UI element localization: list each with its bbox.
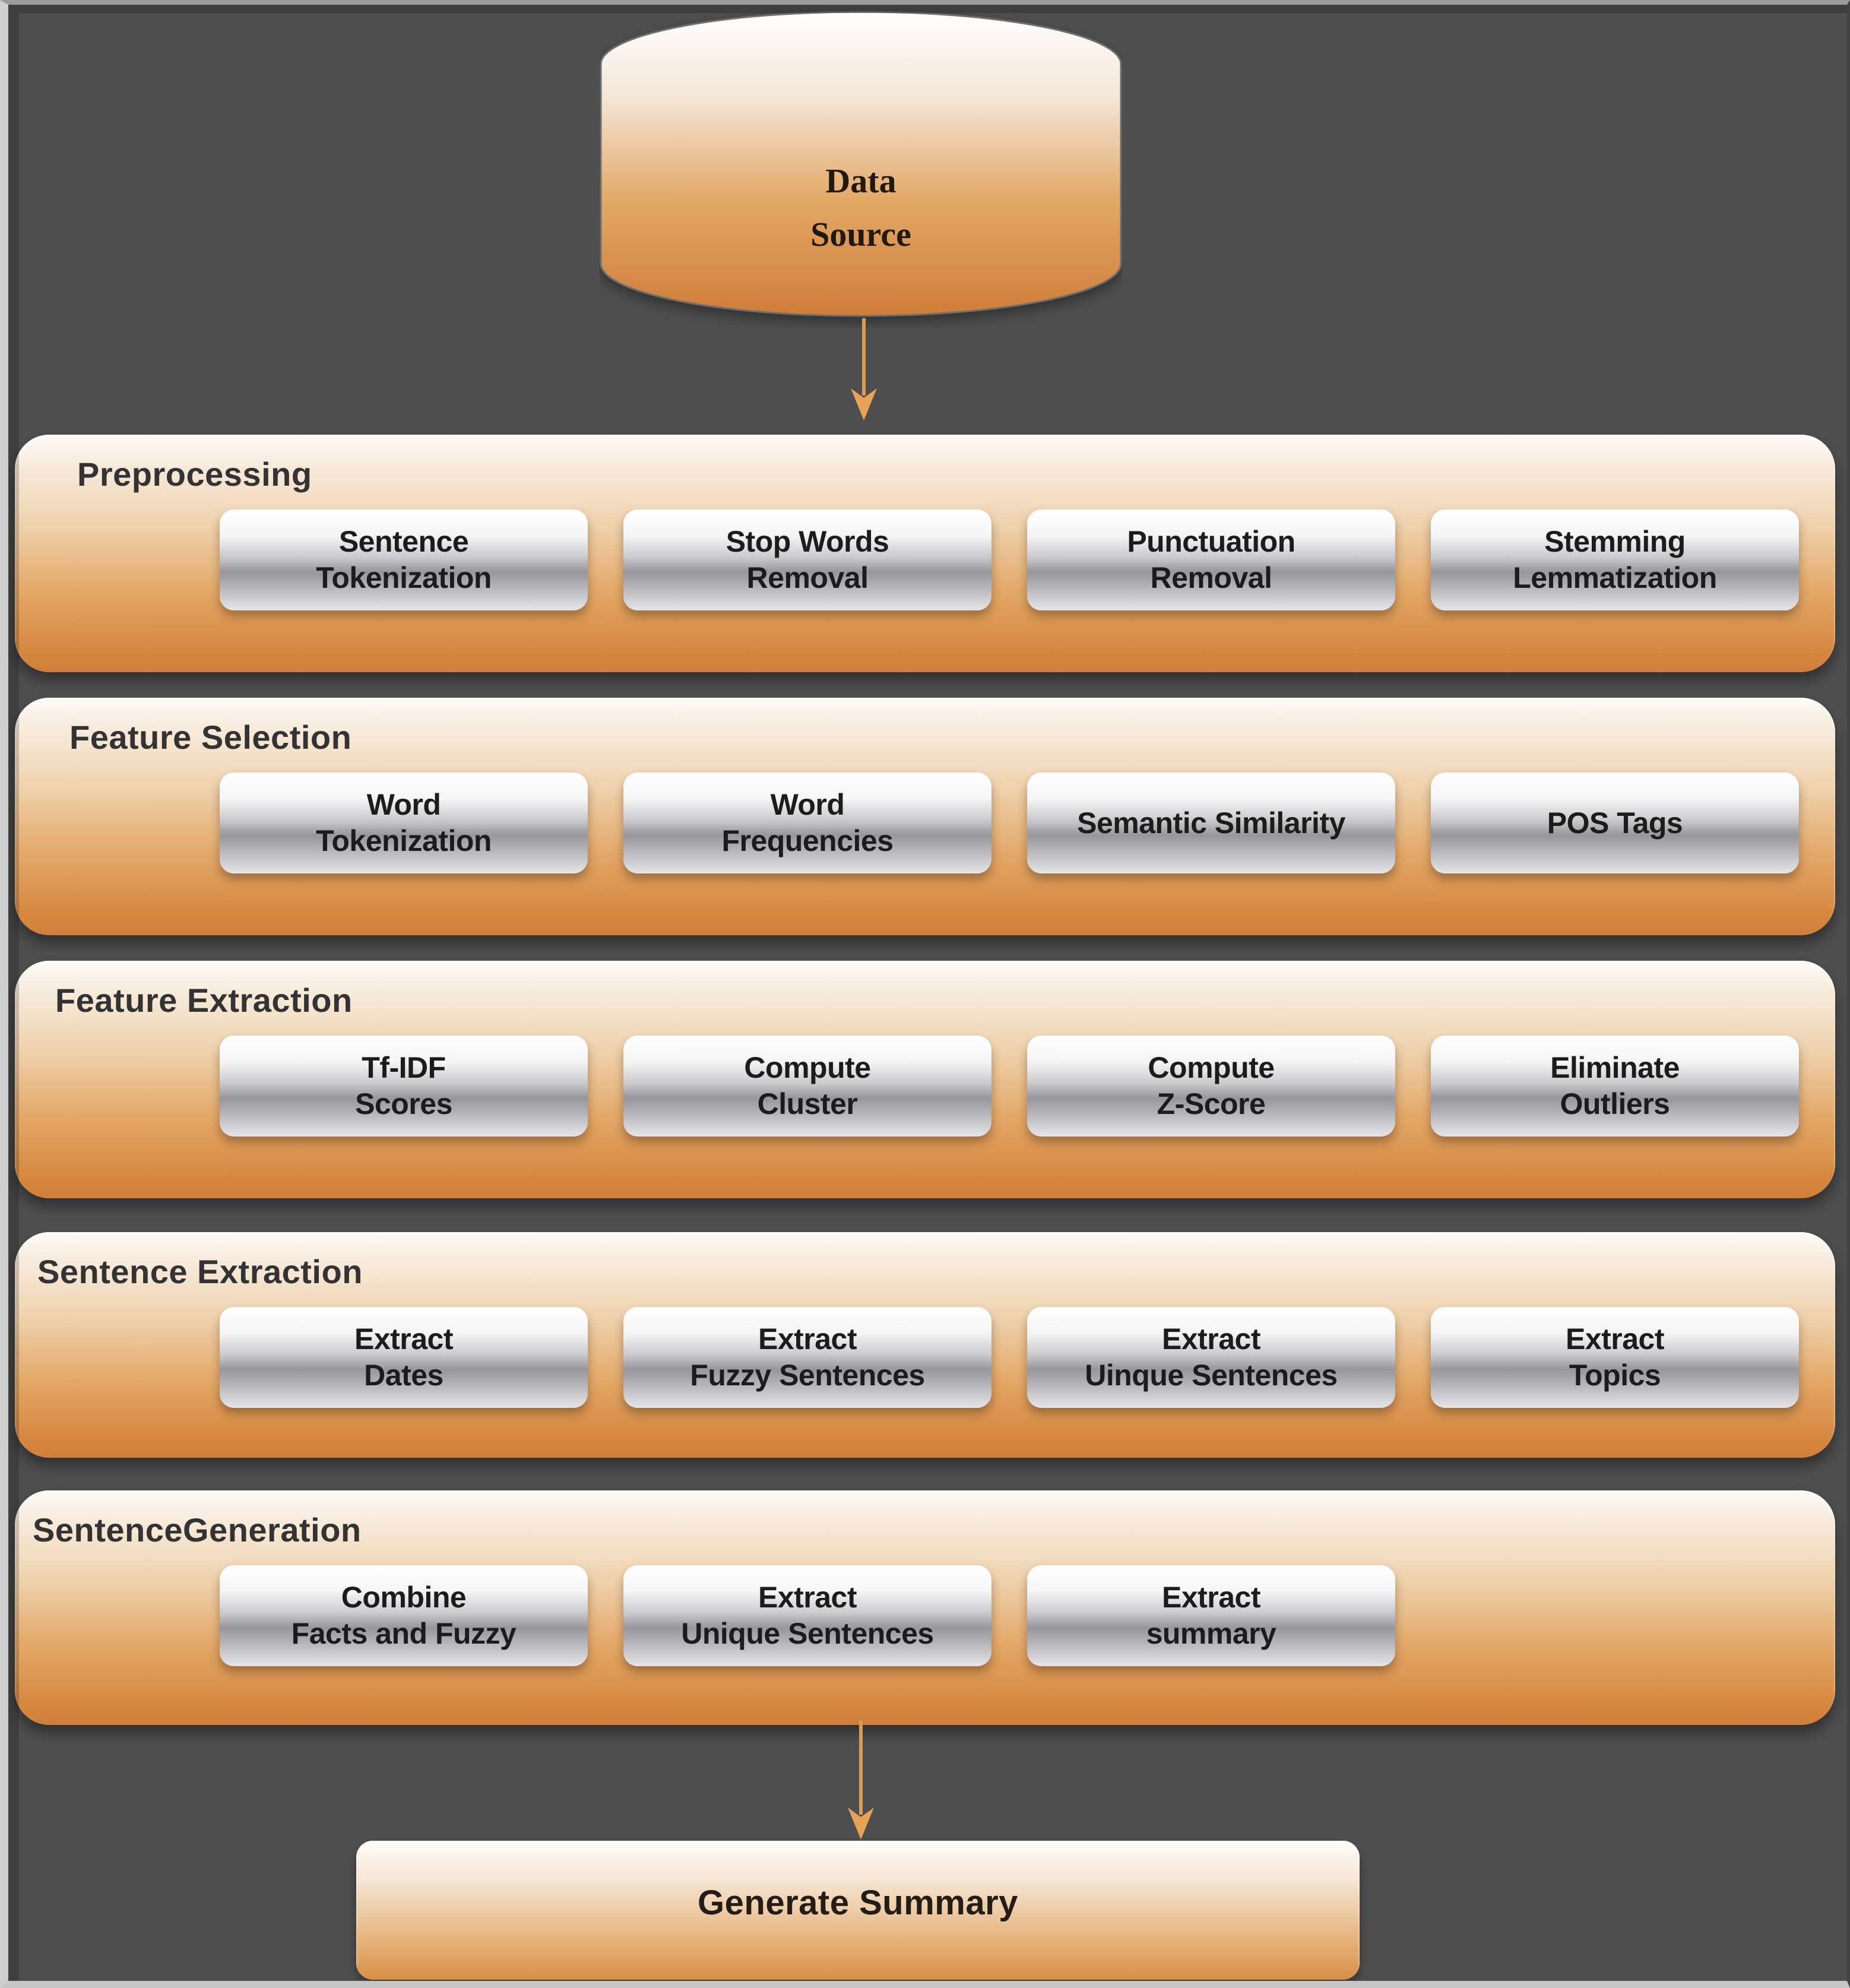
step-extract-dates: Extract Dates [220,1307,588,1408]
section-title: Preprocessing [77,455,312,493]
step-extract-summary: Extract summary [1027,1565,1395,1666]
generate-summary-label: Generate Summary [698,1883,1018,1922]
section-feature-selection: Feature Selection Word Tokenization Word… [15,698,1835,935]
step-semantic-similarity: Semantic Similarity [1027,773,1395,873]
section-sentence-extraction: Sentence Extraction Extract Dates Extrac… [15,1232,1835,1458]
step-stemming-lemmatization: Stemming Lemmatization [1431,509,1799,610]
step-extract-topics: Extract Topics [1431,1307,1799,1408]
step-row: Tf-IDF Scores Compute Cluster Compute Z-… [220,1036,1799,1137]
step-combine-facts-and-fuzzy: Combine Facts and Fuzzy [220,1565,588,1666]
section-sentence-generation: SentenceGeneration Combine Facts and Fuz… [15,1490,1835,1725]
step-word-frequencies: Word Frequencies [623,773,991,873]
step-compute-cluster: Compute Cluster [623,1036,991,1137]
step-sentence-tokenization: Sentence Tokenization [220,509,588,610]
step-stop-words-removal: Stop Words Removal [623,509,991,610]
step-punctuation-removal: Punctuation Removal [1027,509,1395,610]
step-eliminate-outliers: Eliminate Outliers [1431,1036,1799,1137]
section-title: SentenceGeneration [33,1511,362,1549]
step-pos-tags: POS Tags [1431,773,1799,873]
section-title: Feature Selection [69,718,352,756]
step-word-tokenization: Word Tokenization [220,773,588,873]
section-title: Feature Extraction [55,982,353,1019]
arrow-down-icon [851,318,877,420]
database-cylinder-icon [600,11,1122,317]
step-row: Extract Dates Extract Fuzzy Sentences Ex… [220,1307,1799,1408]
step-tf-idf-scores: Tf-IDF Scores [220,1036,588,1137]
step-row: Word Tokenization Word Frequencies Seman… [220,773,1799,873]
data-source-node: Data Source [600,7,1122,328]
step-extract-unique-sentences: Extract Unique Sentences [623,1565,991,1666]
step-extract-fuzzy-sentences: Extract Fuzzy Sentences [623,1307,991,1408]
data-source-label-line2: Source [810,214,911,254]
step-compute-z-score: Compute Z-Score [1027,1036,1395,1137]
arrow-down-icon [848,1721,874,1840]
section-title: Sentence Extraction [37,1253,363,1290]
step-row: Sentence Tokenization Stop Words Removal… [220,509,1799,610]
section-preprocessing: Preprocessing Sentence Tokenization Stop… [15,435,1835,672]
data-source-label-line1: Data [825,162,897,200]
step-row: Combine Facts and Fuzzy Extract Unique S… [220,1565,1395,1666]
generate-summary-node: Generate Summary [356,1841,1360,1980]
step-extract-uinque-sentences: Extract Uinque Sentences [1027,1307,1395,1408]
section-feature-extraction: Feature Extraction Tf-IDF Scores Compute… [15,961,1835,1198]
